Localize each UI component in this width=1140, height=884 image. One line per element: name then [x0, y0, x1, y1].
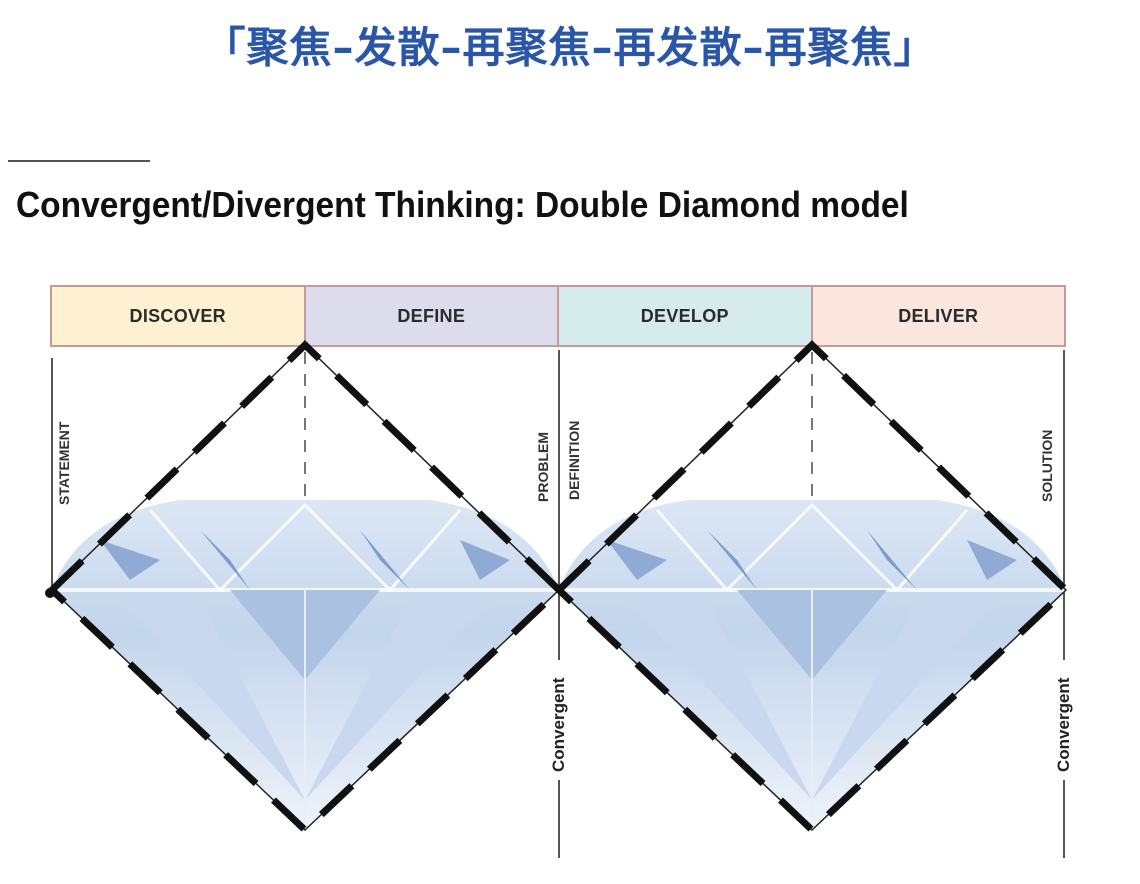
chinese-title: 「聚焦–发散–再聚焦–再发散–再聚焦」	[203, 23, 937, 72]
diamond-gem-right	[559, 500, 1066, 830]
diamond-left-vertex	[45, 588, 55, 598]
diamond-gem-left	[52, 500, 559, 830]
label-solution: SOLUTION	[1039, 429, 1055, 502]
label-definition: DEFINITION	[566, 420, 582, 500]
phase-discover: DISCOVER	[50, 285, 306, 347]
label-convergent-right: Convergent	[1054, 673, 1074, 776]
phase-label: DEFINE	[397, 305, 466, 326]
phase-bar: DISCOVER DEFINE DEVELOP DELIVER	[50, 285, 1066, 347]
diamond-outline-right	[553, 340, 1072, 835]
phase-label: DEVELOP	[640, 305, 729, 326]
label-statement: STATEMENT	[56, 421, 72, 505]
phase-label: DISCOVER	[129, 305, 226, 326]
phase-define: DEFINE	[303, 285, 559, 347]
phase-label: DELIVER	[898, 305, 979, 326]
label-convergent-middle: Convergent	[549, 673, 569, 776]
diagram-title: Convergent/Divergent Thinking: Double Di…	[16, 184, 909, 225]
phase-deliver: DELIVER	[810, 285, 1066, 347]
title-rule	[8, 160, 150, 162]
label-problem: PROBLEM	[535, 432, 551, 502]
